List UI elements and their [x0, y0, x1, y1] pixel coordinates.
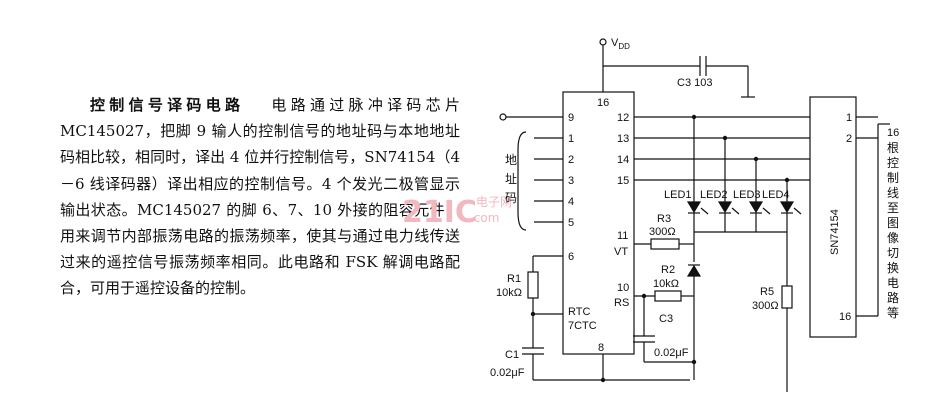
led2-label: LED2: [700, 189, 728, 201]
svg-text:像: 像: [887, 231, 899, 245]
svg-text:根: 根: [887, 141, 899, 155]
watermark: 21IC: [402, 195, 477, 230]
r1-value: 10kΩ: [496, 287, 522, 299]
sn74154-label: SN74154: [829, 209, 841, 255]
pin-9-label: 9: [568, 112, 574, 124]
description-title: 控制信号译码电路: [90, 96, 245, 114]
junction-led1: [691, 114, 697, 120]
decoder-chip: [562, 91, 635, 355]
svg-text:换: 换: [887, 261, 899, 275]
pin-15-label: 15: [617, 175, 629, 187]
led4-label: LED4: [762, 189, 790, 201]
diode: [686, 264, 702, 277]
pin-2-label: 2: [568, 154, 574, 166]
pin-rs-label: RS: [614, 297, 629, 309]
r2-value: 10kΩ: [653, 278, 679, 290]
sn74154-chip: [809, 96, 857, 338]
sn-pin-16-label: 16: [839, 311, 851, 323]
c3b-value: 0.02μF: [654, 347, 689, 359]
svg-text:制: 制: [887, 171, 899, 185]
svg-text:线: 线: [887, 186, 899, 200]
r1-name: R1: [507, 273, 521, 285]
led1-label: LED1: [664, 189, 692, 201]
description-body: 电路通过脉冲译码芯片MC145027，把脚 9 输人的控制信号的地址码与本地地址…: [60, 96, 460, 298]
pin-13-label: 13: [617, 133, 629, 145]
junction-c3b: [641, 293, 647, 299]
pin-14-label: 14: [617, 154, 629, 166]
pin-1-label: 1: [568, 133, 574, 145]
output-description: 根 控 制 线 至 图 像 切 换 电 路 等: [887, 141, 899, 320]
resistor-r3: [650, 238, 680, 250]
c1-value: 0.02μF: [490, 367, 525, 379]
address-label-3: 码: [505, 191, 517, 205]
resistor-r5: [781, 285, 793, 309]
junction-c3b-ground: [691, 359, 697, 365]
junction-r1: [530, 311, 536, 317]
pin-16-label: 16: [597, 97, 609, 109]
pin-3-label: 3: [568, 175, 574, 187]
junction-pin8: [600, 377, 606, 383]
junction-led2: [722, 135, 728, 141]
vdd-terminal: [599, 38, 607, 46]
pin-11-label: 11: [617, 230, 628, 242]
input-terminal: [499, 113, 507, 121]
svg-text:图: 图: [887, 216, 899, 230]
address-bracket: [517, 131, 527, 231]
sn-pin-1-label: 1: [846, 112, 852, 124]
chip-label-line2: 7CTC: [568, 320, 597, 332]
led-1: [686, 201, 709, 232]
pin-10-label: 10: [617, 282, 629, 294]
led-2: [717, 201, 740, 232]
svg-text:切: 切: [887, 246, 899, 260]
svg-text:至: 至: [887, 201, 899, 215]
cap-top-label: C3 103: [677, 77, 712, 89]
pin-12-label: 12: [617, 112, 629, 124]
watermark-url: .com: [470, 211, 499, 225]
pin-8-label: 8: [598, 342, 604, 354]
r2-name: R2: [661, 264, 675, 276]
vdd-label: VDD: [611, 37, 630, 51]
resistor-r1: [527, 271, 539, 299]
resistor-r2: [654, 290, 682, 302]
output-16-label: 16: [887, 127, 899, 139]
c3b-name: C3: [659, 313, 673, 325]
led3-label: LED3: [733, 189, 761, 201]
pin-4-label: 4: [568, 196, 574, 208]
led-4: [779, 201, 802, 232]
watermark-small: 电子网: [476, 195, 512, 209]
r5-name: R5: [760, 286, 774, 298]
address-label-2: 址: [505, 172, 517, 186]
pin-5-label: 5: [568, 217, 574, 229]
svg-text:等: 等: [887, 306, 899, 320]
svg-text:路: 路: [887, 290, 899, 305]
r3-value: 300Ω: [649, 226, 676, 238]
pin-6-label: 6: [568, 251, 574, 263]
svg-text:控: 控: [887, 156, 899, 170]
led-3: [748, 201, 771, 232]
svg-text:电: 电: [887, 276, 899, 290]
junction-led3: [753, 156, 759, 162]
chip-label-line1: RTC: [568, 306, 590, 318]
c1-name: C1: [505, 349, 519, 361]
pin-vt-label: VT: [614, 246, 628, 258]
r5-value: 300Ω: [752, 300, 779, 312]
junction-led4: [784, 177, 790, 183]
address-label-1: 地: [505, 153, 517, 167]
r3-name: R3: [657, 213, 671, 225]
description-text: 控制信号译码电路 电路通过脉冲译码芯片MC145027，把脚 9 输人的控制信号…: [60, 92, 460, 302]
sn-pin-2-label: 2: [846, 133, 852, 145]
